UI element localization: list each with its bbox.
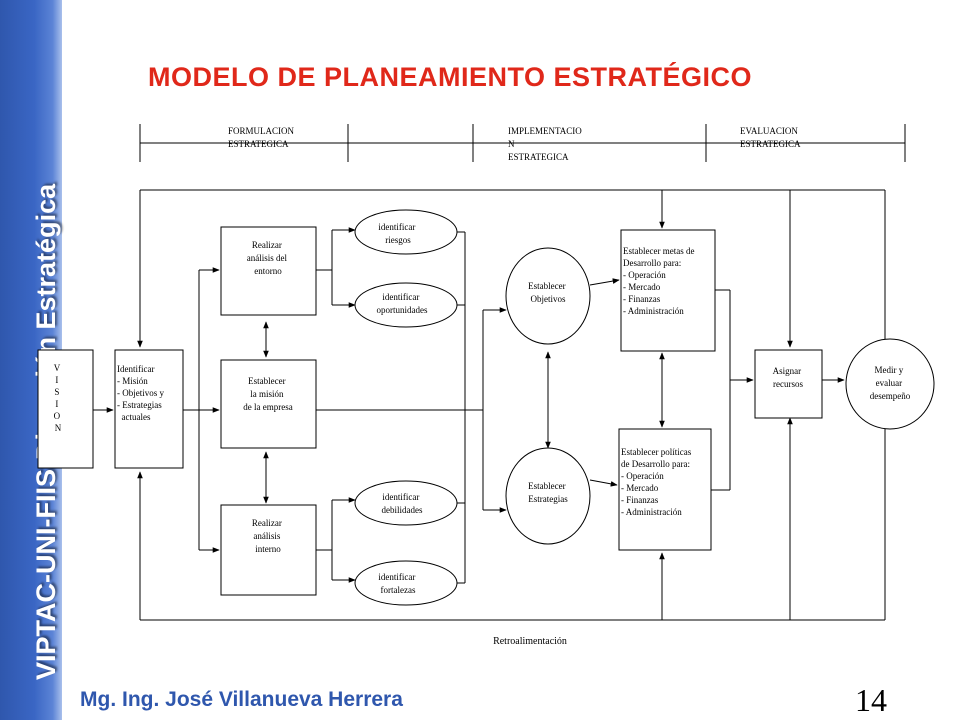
svg-text:identificar riesgos: identificar riesgos (378, 222, 417, 245)
svg-text:Realizar análisis del: Realizar análisis del entorno (247, 240, 290, 276)
svg-text:Establecer políticas de: Establecer políticas de Desarrollo para:… (621, 447, 693, 517)
node-establecer-estrategias: Establecer Estrategias (505, 447, 591, 545)
slide-title: MODELO DE PLANEAMIENTO ESTRATÉGICO (148, 62, 753, 92)
node-vision: V I S I O N (37, 349, 94, 469)
node-establecer-objetivos: Establecer Objetivos (505, 247, 591, 345)
node-identificar-riesgos: identificar riesgos (354, 209, 458, 255)
author-name: Mg. Ing. José Villanueva Herrera (80, 688, 403, 711)
node-establecer-metas: Establecer metas de Desarrollo para: - O… (620, 229, 716, 352)
svg-text:Identificar - Misión: Identificar - Misión - Objetivos y - Est… (0, 0, 180, 422)
svg-text:Medir y evaluar de: Medir y evaluar desempeño (870, 365, 911, 401)
page-number: 14 (855, 682, 887, 718)
svg-text:Establecer Estrategias: Establecer Estrategias (528, 481, 568, 504)
connectors (93, 189, 888, 621)
svg-text:Realizar análisis: Realizar análisis interno (252, 518, 284, 554)
svg-text:identificar fortalezas: identificar fortalezas (378, 572, 417, 595)
node-analisis-interno: Realizar análisis interno (220, 504, 317, 596)
svg-text:Establecer metas de Desa: Establecer metas de Desarrollo para: - O… (623, 246, 697, 316)
node-establecer-politicas: Establecer políticas de Desarrollo para:… (618, 428, 712, 551)
phase-evaluacion: EVALUACION ESTRATEGICA (740, 126, 801, 149)
node-identificar-oportunidades: identificar oportunidades (354, 282, 458, 328)
node-identificar: Identificar - Misión - Objetivos y - Est… (0, 0, 184, 469)
svg-text:Establecer Objetivos: Establecer Objetivos (528, 281, 568, 304)
svg-text:Establecer la misión: Establecer la misión de la empresa (243, 376, 292, 412)
node-medir-desempeno: Medir y evaluar desempeño (845, 338, 935, 430)
node-identificar-fortalezas: identificar fortalezas (354, 560, 458, 606)
node-asignar-recursos: Asignar recursos (754, 349, 823, 419)
svg-text:Asignar recursos: Asignar recursos (773, 366, 804, 389)
node-establecer-mision: Establecer la misión de la empresa (220, 359, 317, 449)
node-identificar-debilidades: identificar debilidades (354, 480, 458, 526)
svg-text:identificar oportunidade: identificar oportunidades (377, 292, 428, 315)
svg-text:V I S I: V I S I O N (54, 363, 63, 433)
phase-formulacion: FORMULACION ESTRATEGICA (228, 126, 296, 149)
node-analisis-entorno: Realizar análisis del entorno (220, 226, 317, 316)
svg-text:identificar debilidades: identificar debilidades (382, 492, 423, 515)
feedback-label: Retroalimentación (493, 636, 567, 647)
phase-implementacion: IMPLEMENTACIO N ESTRATEGICA (508, 126, 584, 162)
phase-ruler (139, 124, 906, 162)
